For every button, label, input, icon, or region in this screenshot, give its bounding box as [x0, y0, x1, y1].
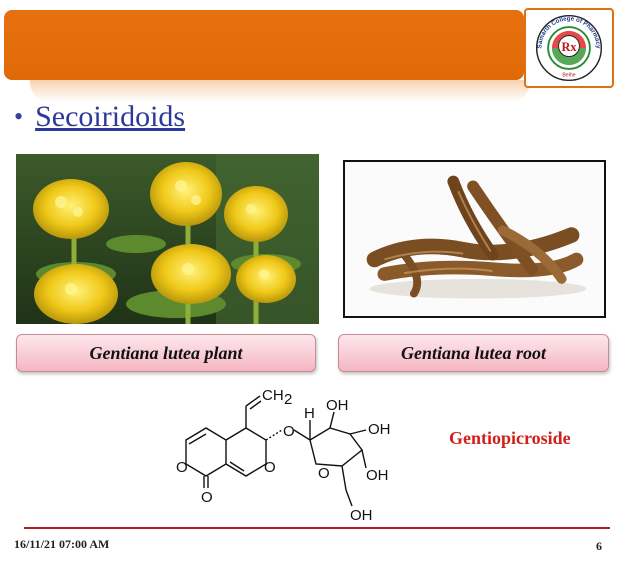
gentiana-root-photo	[343, 160, 606, 318]
root-caption-text: Gentiana lutea root	[400, 342, 547, 363]
label-oh-top: OH	[326, 397, 349, 414]
bullet-dot: •	[14, 102, 24, 131]
footer-divider	[24, 527, 610, 529]
label-ch2-sub: 2	[284, 391, 292, 408]
label-oh-lower-right: OH	[366, 467, 389, 484]
label-ch2: CH	[262, 387, 284, 404]
label-o-sugar: O	[318, 465, 330, 482]
logo-place: Belhe	[562, 73, 575, 79]
plant-caption: Gentiana lutea plant	[16, 334, 316, 372]
root-caption: Gentiana lutea root	[338, 334, 609, 372]
header-glow	[30, 80, 530, 102]
page-number: 6	[596, 539, 602, 553]
header-bar	[4, 10, 524, 80]
label-o-ring-mid: O	[264, 459, 276, 476]
heading-bullet: • Secoiridoids	[14, 100, 185, 134]
label-o-carbonyl: O	[201, 489, 213, 506]
logo-symbol: Rx	[561, 40, 577, 54]
plant-caption-text: Gentiana lutea plant	[89, 342, 243, 363]
label-h: H	[304, 405, 315, 422]
compound-name: Gentiopicroside	[449, 428, 571, 448]
label-oh-bottom: OH	[350, 507, 373, 524]
label-oh-right: OH	[368, 421, 391, 438]
heading-link[interactable]: Secoiridoids	[35, 100, 186, 133]
footer-date: 16/11/21 07:00 AM	[14, 537, 110, 551]
label-o-ring-left: O	[176, 459, 188, 476]
label-o-glyco: O	[283, 423, 295, 440]
gentiopicroside-structure: CH 2 O H OH OH OH OH O O O O	[176, 384, 404, 524]
college-logo: Rx Samarth College of Pharmacy Belhe	[524, 8, 614, 88]
gentiana-plant-photo	[16, 154, 319, 324]
